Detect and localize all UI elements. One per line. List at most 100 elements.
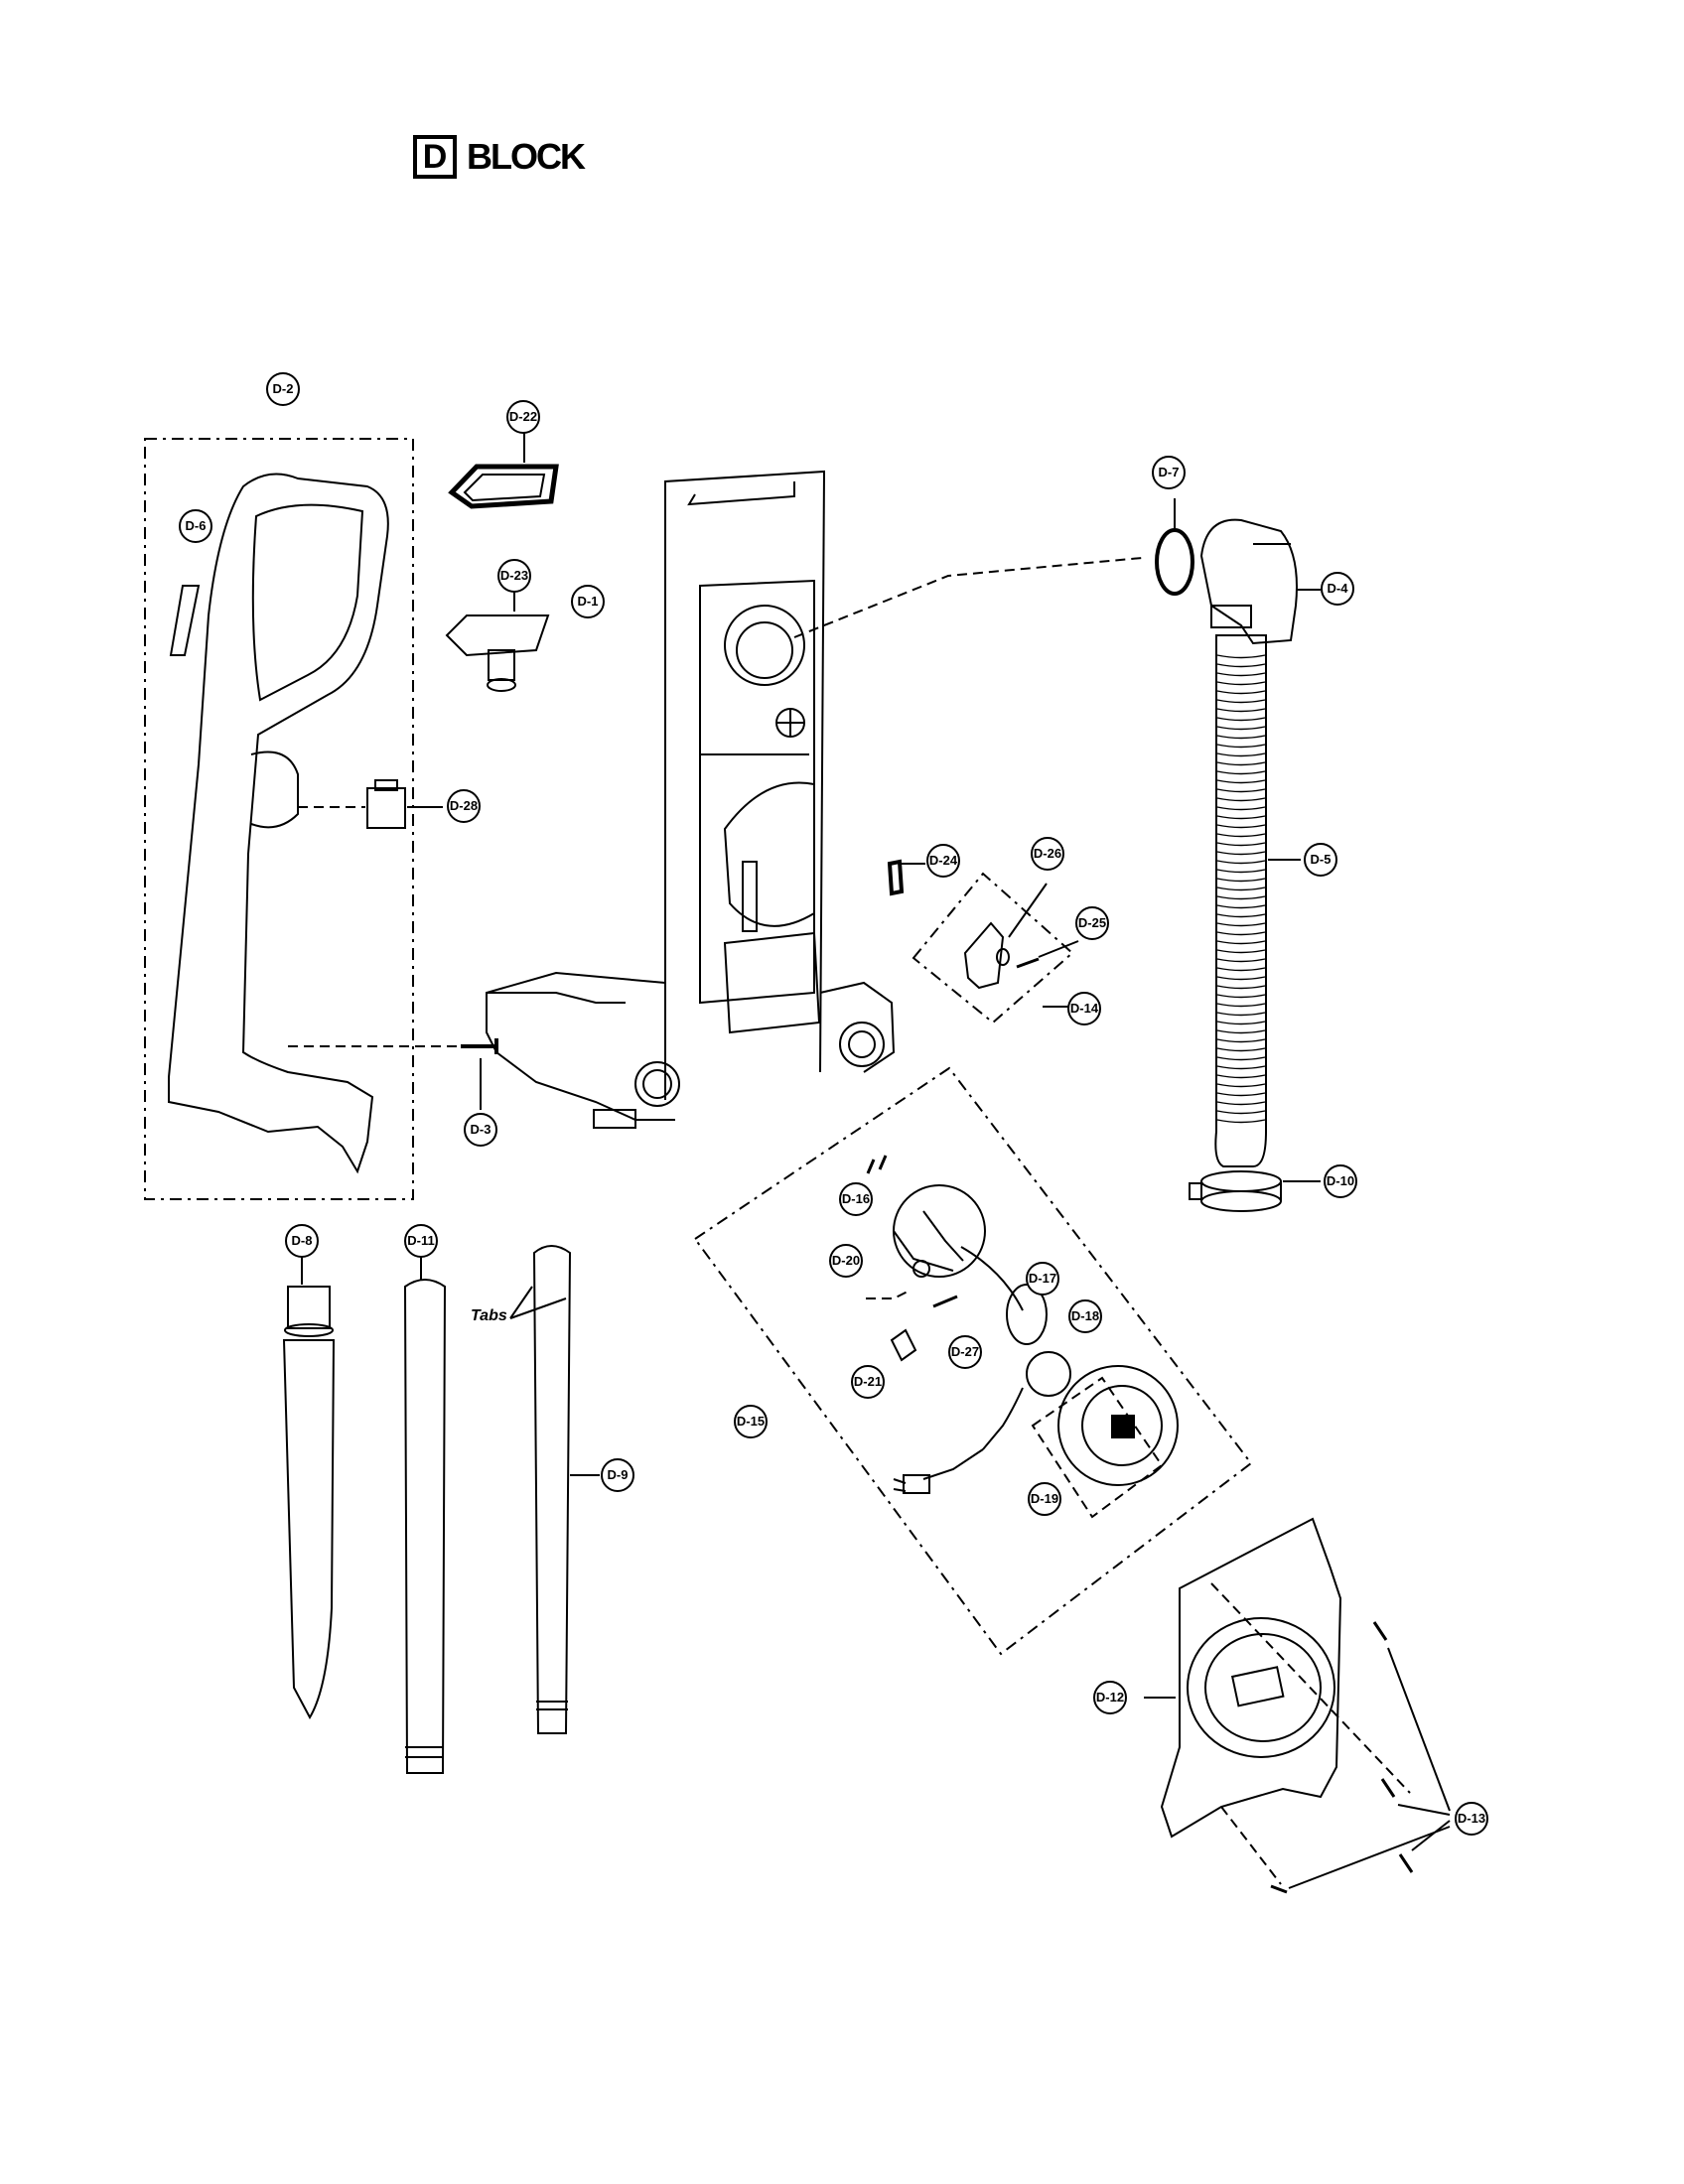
hose-rib — [1216, 654, 1266, 659]
callout-label: D-17 — [1029, 1271, 1056, 1286]
callout-label: D-9 — [608, 1467, 629, 1482]
callout-d20: D-20 — [829, 1244, 863, 1278]
callout-d3: D-3 — [464, 1113, 497, 1147]
callout-d14: D-14 — [1067, 992, 1101, 1025]
callout-d24: D-24 — [926, 844, 960, 878]
part-d23-tool — [445, 614, 550, 692]
hose-rib — [1216, 815, 1266, 820]
callout-label: D-28 — [450, 798, 478, 813]
hose-rib — [1216, 1074, 1266, 1079]
hose-rib — [1216, 1021, 1266, 1025]
hose-rib — [1216, 860, 1266, 865]
callout-label: D-11 — [407, 1233, 434, 1248]
part-d21-brush — [890, 1328, 917, 1362]
hose-rib — [1216, 913, 1266, 918]
callout-circle — [1324, 1164, 1357, 1198]
callout-label: D-2 — [273, 381, 294, 396]
part-d11-wand — [403, 1279, 447, 1774]
part-d8-crevice-tool — [282, 1286, 336, 1720]
callout-circle — [1455, 1802, 1488, 1836]
hose-rib — [1216, 1038, 1266, 1043]
callout-label: D-21 — [854, 1374, 882, 1389]
callout-label: D-10 — [1327, 1173, 1354, 1188]
callout-label: D-1 — [578, 594, 599, 609]
hose-rib — [1216, 779, 1266, 784]
d14-group-boundary — [912, 872, 1074, 1024]
callout-d8: D-8 — [285, 1224, 319, 1258]
callout-circle — [179, 509, 212, 543]
callout-circle — [285, 1224, 319, 1258]
callout-label: D-4 — [1328, 581, 1349, 596]
part-d9-wand — [532, 1245, 572, 1734]
hose-rib — [1216, 940, 1266, 945]
part-d16-screws — [866, 1155, 888, 1174]
part-d24-spring — [887, 859, 905, 896]
callout-label: D-27 — [951, 1344, 979, 1359]
callout-circle — [851, 1365, 885, 1399]
callout-circle — [1031, 837, 1064, 871]
callout-d12: D-12 — [1093, 1681, 1127, 1714]
callout-circle — [1028, 1482, 1061, 1516]
callout-d28: D-28 — [447, 789, 481, 823]
callout-d22: D-22 — [506, 400, 540, 434]
callout-circle — [948, 1335, 982, 1369]
hose-rib — [1216, 949, 1266, 954]
callout-label: D-19 — [1031, 1491, 1058, 1506]
part-d18-connector — [982, 1351, 1071, 1450]
hose-rib — [1216, 1029, 1266, 1034]
hose-rib — [1216, 663, 1266, 668]
hose-rib — [1216, 1056, 1266, 1061]
hose-rib — [1216, 1065, 1266, 1070]
hose-rib — [1216, 994, 1266, 999]
callout-circle — [1068, 1299, 1102, 1333]
part-d7-ring — [1155, 528, 1194, 596]
callout-d1: D-1 — [571, 585, 605, 618]
callout-d2: D-2 — [266, 372, 300, 406]
callout-circle — [829, 1244, 863, 1278]
callout-d25: D-25 — [1075, 906, 1109, 940]
callout-d13: D-13 — [1455, 1802, 1488, 1836]
part-d28-button — [366, 779, 406, 829]
callout-label: D-20 — [832, 1253, 860, 1268]
part-d20-reel-cover — [893, 1184, 986, 1278]
part-d10-ring — [1189, 1170, 1282, 1212]
callout-circle — [601, 1458, 634, 1492]
hose-rib — [1216, 869, 1266, 874]
hose-rib — [1216, 681, 1266, 686]
callout-d10: D-10 — [1324, 1164, 1357, 1198]
hose-rib — [1216, 931, 1266, 936]
callout-d9: D-9 — [601, 1458, 634, 1492]
hose-rib — [1216, 1012, 1266, 1017]
hose-rib — [1216, 735, 1266, 740]
callout-d15: D-15 — [734, 1405, 768, 1438]
hose-rib — [1216, 788, 1266, 793]
callout-d18: D-18 — [1068, 1299, 1102, 1333]
hose-rib — [1216, 699, 1266, 704]
callout-label: D-14 — [1070, 1001, 1099, 1016]
part-d6-clip — [169, 585, 201, 656]
callout-circle — [734, 1405, 768, 1438]
callout-d4: D-4 — [1321, 572, 1354, 606]
hose-rib — [1216, 761, 1266, 766]
callout-d7: D-7 — [1152, 456, 1186, 489]
hose-rib — [1216, 797, 1266, 802]
block-letter-box: D — [413, 135, 457, 179]
hose-rib — [1216, 887, 1266, 891]
callout-d26: D-26 — [1031, 837, 1064, 871]
callout-label: D-3 — [471, 1122, 491, 1137]
callout-d11: D-11 — [404, 1224, 438, 1258]
callout-label: D-18 — [1071, 1308, 1099, 1323]
callout-d6: D-6 — [179, 509, 212, 543]
callout-circle — [571, 585, 605, 618]
hose-rib — [1216, 958, 1266, 963]
callout-d27: D-27 — [948, 1335, 982, 1369]
part-d5-hose — [1214, 634, 1267, 1167]
hose-rib — [1216, 726, 1266, 731]
hose-rib — [1216, 878, 1266, 883]
hose-rib — [1216, 1083, 1266, 1088]
power-cord-plug — [893, 1448, 984, 1494]
hose-rib — [1216, 833, 1266, 838]
callout-label: D-13 — [1458, 1811, 1485, 1826]
callout-label: D-15 — [737, 1414, 765, 1429]
